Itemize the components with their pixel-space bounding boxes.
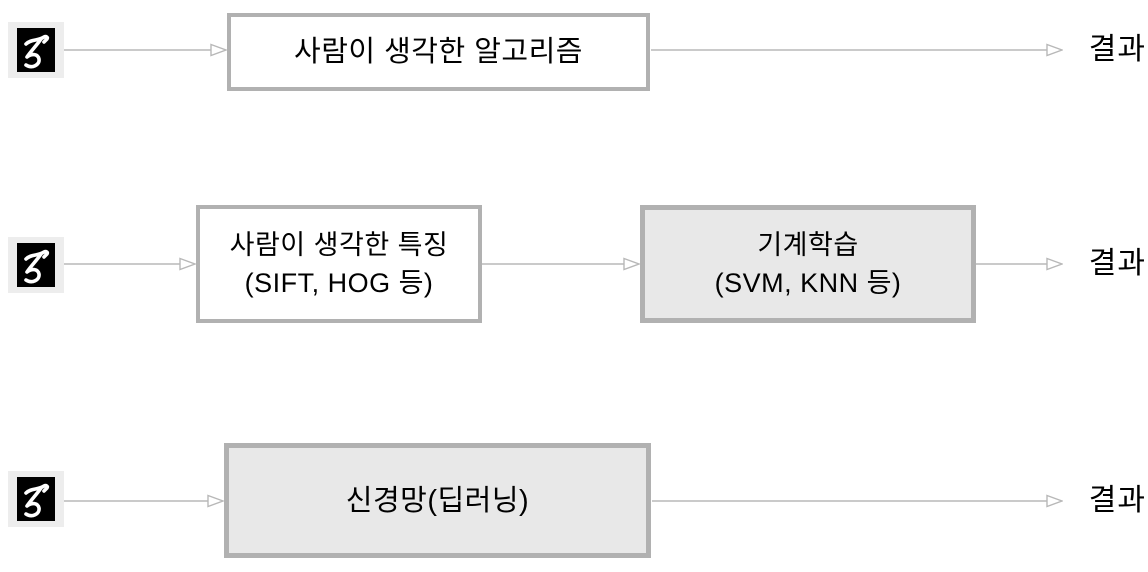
- mnist-digit-5-icon: [8, 22, 64, 78]
- result-label: 결과: [1088, 484, 1146, 517]
- mnist-digit-5-icon: [8, 471, 64, 527]
- box-label-line: (SIFT, HOG 등): [244, 268, 434, 298]
- box-label-line: 기계학습: [757, 230, 859, 260]
- box-label: 사람이 생각한 알고리즘: [294, 36, 583, 68]
- box-label-line: (SVM, KNN 등): [714, 268, 902, 298]
- mnist-digit-5-icon: [8, 237, 64, 293]
- flow-arrow: [652, 494, 1063, 508]
- flow-arrow: [64, 257, 196, 271]
- box-label-line: 사람이 생각한 특징: [229, 230, 449, 260]
- process-box-machine-learning: 기계학습 (SVM, KNN 등): [640, 205, 976, 323]
- flow-arrow: [482, 257, 640, 271]
- result-label: 결과: [1088, 247, 1146, 280]
- flow-arrow: [64, 43, 227, 57]
- process-box-human-algorithm: 사람이 생각한 알고리즘: [227, 13, 650, 91]
- process-box-human-features: 사람이 생각한 특징 (SIFT, HOG 등): [196, 205, 482, 323]
- flow-arrow: [651, 43, 1063, 57]
- result-label: 결과: [1088, 33, 1146, 66]
- process-box-neural-network: 신경망(딥러닝): [224, 443, 651, 558]
- box-label: 신경망(딥러닝): [345, 484, 530, 517]
- flow-arrow: [64, 494, 224, 508]
- flow-arrow: [976, 257, 1063, 271]
